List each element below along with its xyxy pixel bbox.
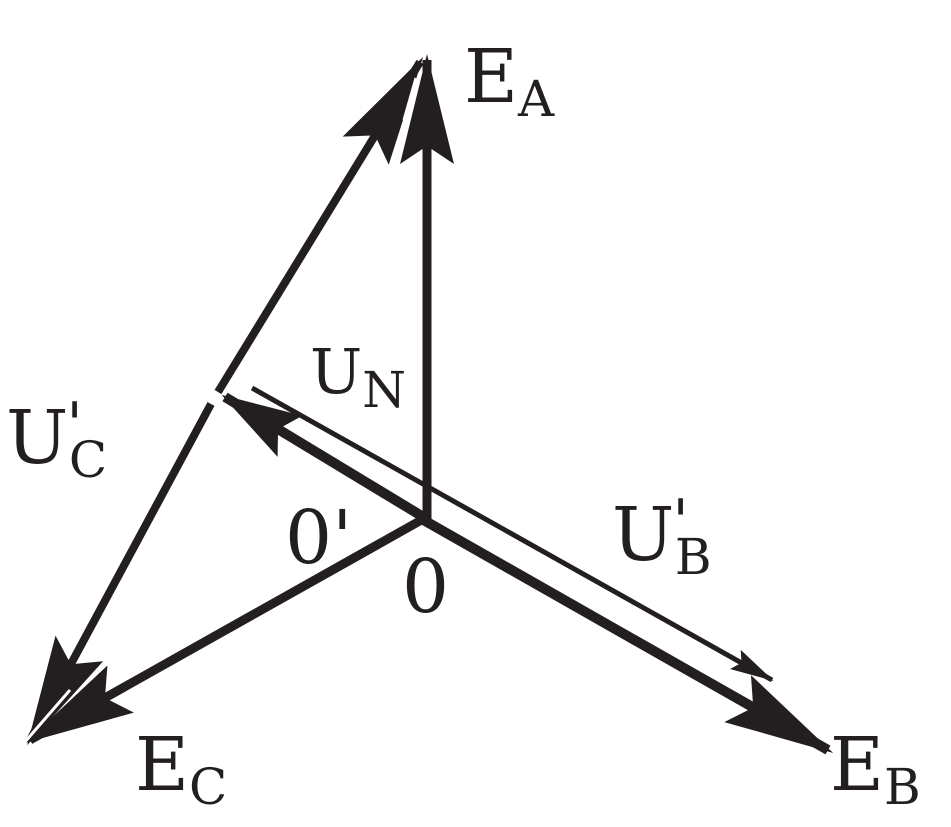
ea-prime-arrow bbox=[214, 56, 424, 395]
eb-arrow bbox=[417, 513, 834, 755]
ub-arrow bbox=[250, 385, 774, 683]
label-shifted-origin: 0' bbox=[285, 495, 352, 581]
ec-head-highlight bbox=[22, 689, 72, 744]
label-eb: EB bbox=[830, 722, 921, 816]
label-ea: EA bbox=[464, 34, 555, 128]
label-un: UN bbox=[310, 335, 406, 419]
uc-arrow bbox=[26, 402, 215, 746]
label-ub: U'B bbox=[612, 487, 712, 586]
un-arrow bbox=[221, 392, 428, 523]
ea-head-highlight bbox=[402, 77, 418, 121]
label-ec: EC bbox=[135, 722, 227, 816]
label-uc: U'C bbox=[6, 390, 107, 489]
label-origin: 0 bbox=[402, 544, 449, 630]
